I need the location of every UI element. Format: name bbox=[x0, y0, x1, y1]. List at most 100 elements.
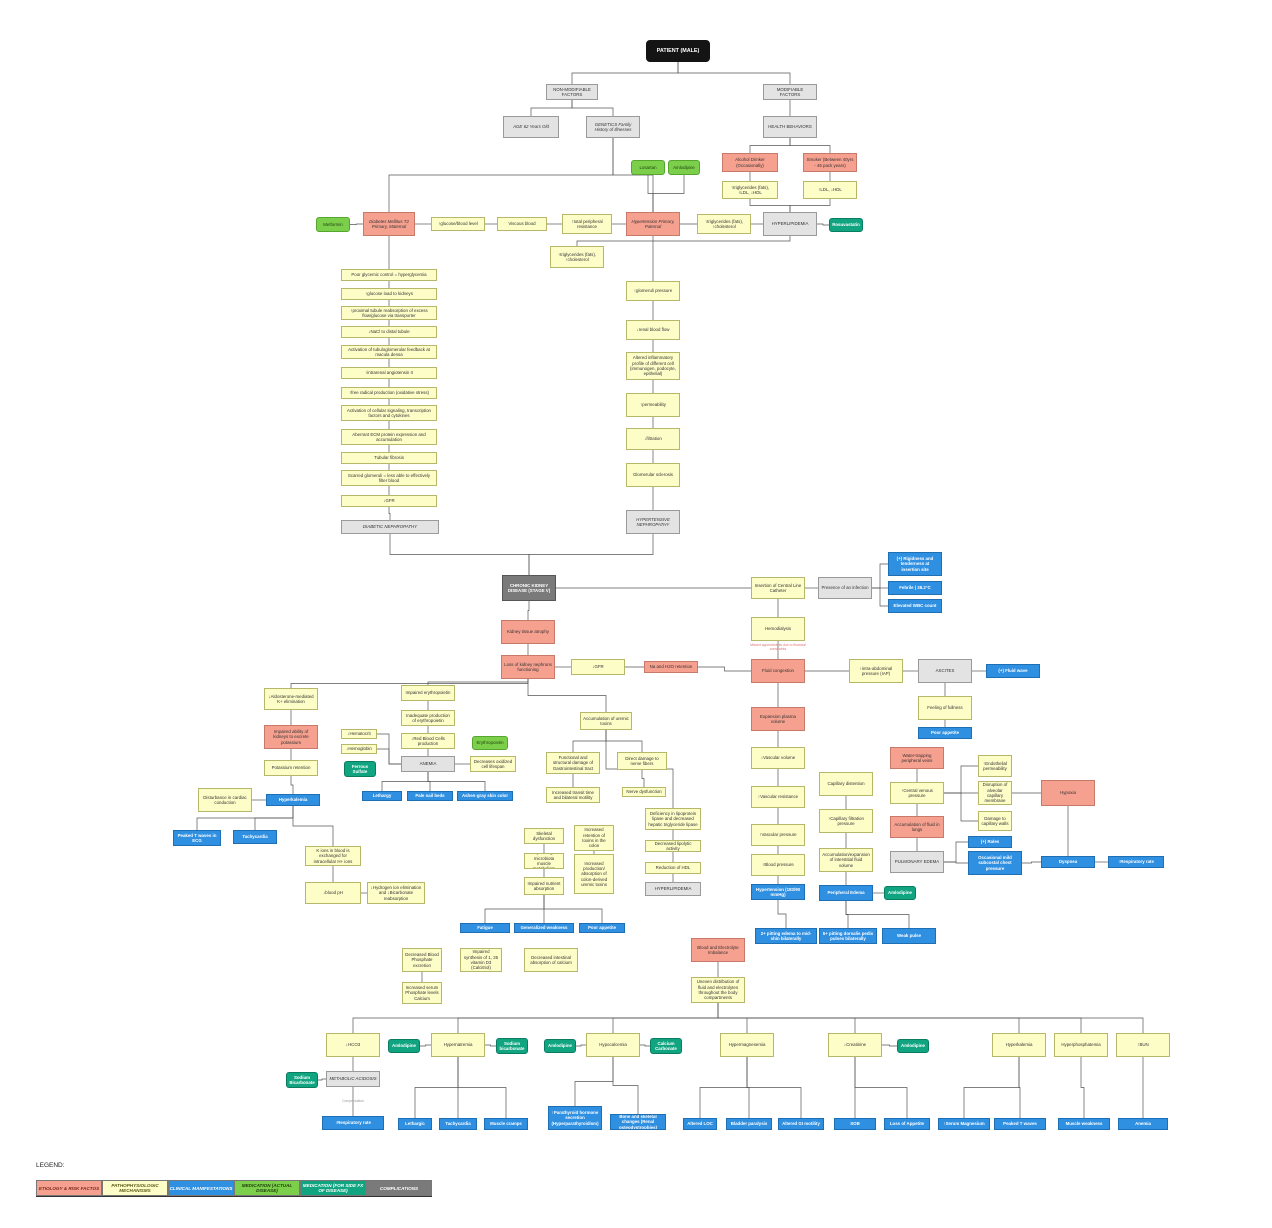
central-line-node: Insertion of Central Line Catheter bbox=[751, 577, 805, 599]
connector-2 bbox=[530, 100, 573, 116]
connector-132 bbox=[717, 1003, 1144, 1033]
amlodipine-hypocalcemia-med: Amlodipine bbox=[544, 1039, 576, 1053]
hyperphosphatemia-node: Hyperphosphatemia bbox=[1054, 1033, 1108, 1057]
parathyroid-node: ↑Parathyroid hormone secretion (Hyperpar… bbox=[548, 1106, 602, 1130]
nutrient-absorption-node: Impaired nutrient absorption bbox=[524, 877, 564, 895]
colon-toxins-node: Increased retention of toxins in the col… bbox=[574, 825, 614, 851]
ascites-node: ASCITES bbox=[918, 659, 972, 683]
metformin-med: Metformin bbox=[316, 217, 350, 232]
connector-152 bbox=[1018, 1057, 1021, 1118]
plasma-volume-node: Expansion plasma volume bbox=[751, 707, 805, 731]
skeletal-dysfunction-node: Skeletal dysfunction bbox=[524, 828, 564, 844]
interstitial-fluid-node: Accumulation/expansion of interstitial f… bbox=[819, 848, 873, 872]
connector-143 bbox=[457, 1057, 507, 1118]
connector-116 bbox=[944, 792, 978, 822]
connector-96 bbox=[484, 895, 545, 923]
connector-81 bbox=[381, 772, 429, 791]
gi-direct-node: Direct damage to nerve fibers bbox=[617, 752, 667, 770]
hemodialysis-note: Missed appointments due to financial con… bbox=[750, 643, 806, 651]
dyspnea-node: Dyspnea bbox=[1041, 856, 1095, 868]
acidosis-note: Compensation bbox=[342, 1099, 364, 1103]
connector-146 bbox=[699, 1057, 748, 1118]
phosphate-excretion-node: Decreased Blood Phosphate excretion bbox=[402, 948, 442, 972]
dm-step-10: Tubular fibrosis bbox=[341, 452, 437, 464]
legend-clinical: CLINICAL MANIFESTATIONS bbox=[168, 1180, 234, 1196]
connector-83 bbox=[427, 772, 486, 791]
glucose-level-node: ↑glucose/blood level bbox=[431, 217, 485, 231]
connector-136 bbox=[420, 1044, 431, 1047]
hyperlipidemia-node: HYPERLIPIDEMIA bbox=[763, 212, 817, 236]
smoker-node: Smoker (Between 40yrs - 45 pack years) bbox=[803, 153, 857, 172]
infection-sign-1: (+) Rigidness and tenderness at insertio… bbox=[888, 552, 942, 576]
legend-title: LEGEND: bbox=[36, 1162, 65, 1169]
dm-step-9: Aberrant ECM protein expression and accu… bbox=[341, 429, 437, 445]
uremic-toxins-node: Accumulation of uremic toxins bbox=[580, 712, 632, 730]
dm-step-2: ↑glucose load to kidneys bbox=[341, 288, 437, 300]
connector-148 bbox=[746, 1057, 802, 1118]
pulmonary-edema-node: PULMONARY EDEMA bbox=[890, 851, 944, 873]
connector-36 bbox=[388, 507, 391, 520]
vascular-volume-node: ↓Vascular volume bbox=[751, 747, 805, 769]
sodium-bicarbonate-acidosis: Sodium Bicarbonate bbox=[286, 1072, 318, 1088]
connector-22 bbox=[817, 223, 829, 226]
hypernatremia-node: Hypernatremia bbox=[431, 1033, 485, 1057]
weak-pulse-node: Weak pulse bbox=[882, 928, 936, 944]
hyperkalemia-node: Hyperkalemia bbox=[266, 794, 320, 806]
disturbance-node: Disturbance in cardiac conduction bbox=[198, 788, 252, 812]
hypertension-reading: Hypertension (183/90 mmHg) bbox=[751, 884, 805, 900]
connector-71 bbox=[292, 806, 334, 846]
connector-145 bbox=[612, 1057, 639, 1114]
dm-step-8: Activation of cellular signaling, transc… bbox=[341, 405, 437, 421]
vascular-resistance-node: ↑Vascular resistance bbox=[751, 786, 805, 808]
hypoxia-node: Hypoxia bbox=[1041, 780, 1095, 806]
rbc-node: ↓Red Blood Cells production bbox=[401, 733, 455, 749]
h-elimination-node: ↓Hydrogen ion elimination and ↓Bicarbona… bbox=[367, 882, 425, 904]
peripheral-resistance-node: ↑total peripheral resistance bbox=[562, 214, 612, 234]
ashen-skin: Ashen-gray skin color bbox=[457, 791, 513, 801]
connector-23 bbox=[576, 236, 791, 246]
connector-86 bbox=[605, 730, 643, 752]
loss-appetite-node: Loss of Appetite bbox=[884, 1118, 930, 1130]
connector-9 bbox=[749, 199, 791, 212]
health-behaviors-node: HEALTH BEHAVIORS bbox=[763, 116, 817, 138]
lipoprotein-node: Deficiency in lipoprotein lipase and dec… bbox=[645, 808, 701, 830]
capillary-walls-node: Damage to capillary walls bbox=[978, 811, 1012, 831]
gi-transit-node: Increased transit time and bilateral mot… bbox=[546, 787, 600, 803]
tachycardia-left: Tachycardia bbox=[233, 830, 277, 844]
endothelial-node: ↑Endothelial permeability bbox=[978, 755, 1012, 777]
pitting-edema-dorsal: 5+ pitting dorsalis pedis pulses bilater… bbox=[819, 928, 877, 944]
legend-etiology: ETIOLOGY & RISK FACTOS bbox=[36, 1180, 102, 1196]
hematocrit-node: ↓Hematocrit bbox=[341, 729, 377, 739]
connector-120 bbox=[944, 861, 968, 864]
connector-121 bbox=[1022, 861, 1041, 864]
bone-changes-node: Bone and skeletal changes (Renal osteody… bbox=[610, 1114, 666, 1130]
tachycardia-bottom: Tachycardia bbox=[439, 1118, 477, 1130]
connector-144 bbox=[574, 1057, 614, 1106]
dm-step-5: Activation of tubuloglomerular feedback … bbox=[341, 345, 437, 359]
trig-mid-node: ↑triglycerides (fats), ↑cholesterol bbox=[550, 246, 604, 268]
connector-12 bbox=[652, 175, 685, 212]
connector-10 bbox=[789, 199, 831, 212]
age-node: AGE 62 Years Old bbox=[503, 116, 559, 138]
central-venous-node: ↑Central venous pressure bbox=[890, 782, 944, 804]
connector-11 bbox=[647, 175, 654, 212]
ferrous-sulfate-med: Ferrous Sulfate bbox=[344, 761, 376, 777]
dm-step-6: ↑intrarenal angiotensin II bbox=[341, 367, 437, 379]
peaked-t-bottom: Peaked T waves bbox=[994, 1118, 1046, 1130]
connector-13 bbox=[388, 138, 614, 212]
legend-pathophysiology: PATHOPHYSIOLOGIC MECHANISMS bbox=[102, 1180, 168, 1196]
connector-151 bbox=[963, 1057, 1020, 1118]
viscous-blood-node: Viscous blood bbox=[497, 217, 547, 231]
hemodialysis-node: Hemodialysis bbox=[751, 617, 805, 641]
poor-appetite-mid: Poor appetite bbox=[579, 923, 625, 933]
calcium-absorption-node: Decreased intestinal absorption of calci… bbox=[524, 948, 578, 972]
htn-step-6: Glomerular sclerosis bbox=[626, 463, 680, 487]
decreased-oxidized-node: Decreases oxidized cell lifespan bbox=[470, 756, 516, 772]
hyperkalemia-bottom-node: Hyperkalemia bbox=[992, 1033, 1046, 1057]
rales-node: (+) Rales bbox=[968, 836, 1012, 848]
blood-pressure-node: ↑Blood pressure bbox=[751, 854, 805, 876]
connector-53 bbox=[527, 601, 530, 620]
htn-step-1: ↑glomeruli pressure bbox=[626, 281, 680, 301]
